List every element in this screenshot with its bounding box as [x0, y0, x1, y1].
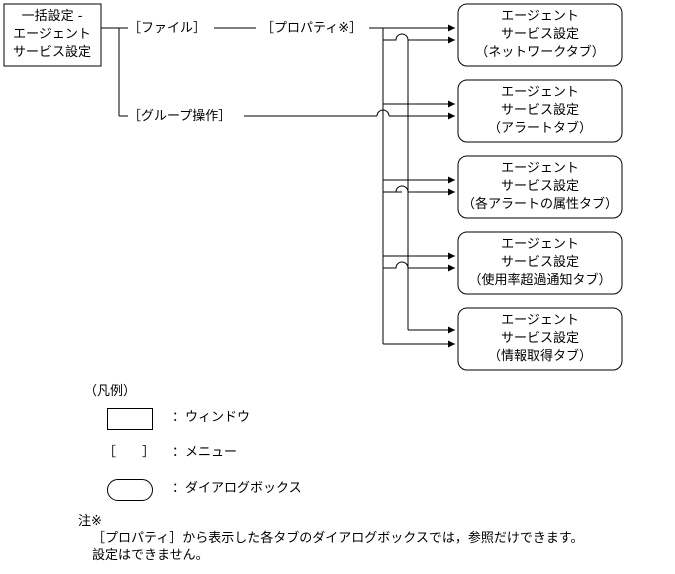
dialog-box-alert-attributes-tab: エージェント サービス設定 （各アラートの属性タブ） — [457, 155, 623, 219]
menu-group-ops: ［グループ操作］ — [128, 108, 231, 124]
legend-menu-label: ：メニュー — [172, 445, 238, 460]
dialog-3-line-3: （各アラートの属性タブ） — [462, 196, 618, 212]
dialog-3-line-2: サービス設定 — [501, 178, 579, 194]
start-window-line-2: エージェント — [13, 27, 91, 42]
start-window-box — [3, 3, 102, 67]
legend-dialog-label: ：ダイアログボックス — [172, 481, 302, 496]
legend-title: （凡例） — [84, 384, 137, 399]
dialog-1-line-2: サービス設定 — [501, 26, 579, 42]
dialog-1-line-1: エージェント — [501, 9, 579, 24]
dialog-box-info-retrieval-tab: エージェント サービス設定 （情報取得タブ） — [457, 307, 623, 371]
menu-file: ［ファイル］ — [128, 21, 206, 36]
dialog-box-alert-tab: エージェント サービス設定 （アラートタブ） — [457, 79, 623, 143]
legend-menu-symbol: ［ ］ — [103, 445, 156, 460]
dialog-4-line-3: （使用率超過通知タブ） — [468, 272, 611, 288]
dialog-5-line-1: エージェント — [501, 313, 579, 328]
dialog-4-line-2: サービス設定 — [501, 254, 579, 270]
dialog-box-network-tab: エージェント サービス設定 （ネットワークタブ） — [457, 3, 623, 67]
start-branch-lines — [101, 27, 128, 117]
legend-window-symbol — [107, 408, 153, 430]
dialog-2-line-3: （アラートタブ） — [488, 120, 592, 136]
legend-window-label: ：ウィンドウ — [172, 410, 251, 425]
dialog-3-line-1: エージェント — [501, 161, 579, 176]
menu-properties: ［プロパティ※］ — [261, 21, 362, 36]
dialog-2-line-2: サービス設定 — [501, 102, 579, 118]
start-window-line-1: 一括設定 - — [22, 8, 83, 24]
dialog-5-line-3: （情報取得タブ） — [488, 348, 592, 364]
dialog-5-line-2: サービス設定 — [501, 330, 579, 346]
start-window-line-3: サービス設定 — [13, 44, 91, 60]
connector-lines — [214, 27, 409, 344]
note-line-2: 設定はできません。 — [92, 548, 209, 563]
arrows — [383, 24, 455, 348]
dialog-4-line-1: エージェント — [501, 237, 579, 252]
dialog-box-usage-notification-tab: エージェント サービス設定 （使用率超過通知タブ） — [457, 231, 623, 295]
note-title: 注※ — [78, 514, 102, 529]
dialog-2-line-1: エージェント — [501, 85, 579, 100]
dialog-1-line-3: （ネットワークタブ） — [475, 44, 604, 60]
legend-dialog-symbol — [107, 479, 153, 501]
note-line-1: ［プロパティ］から表示した各タブのダイアログボックスでは，参照だけできます。 — [92, 531, 584, 546]
